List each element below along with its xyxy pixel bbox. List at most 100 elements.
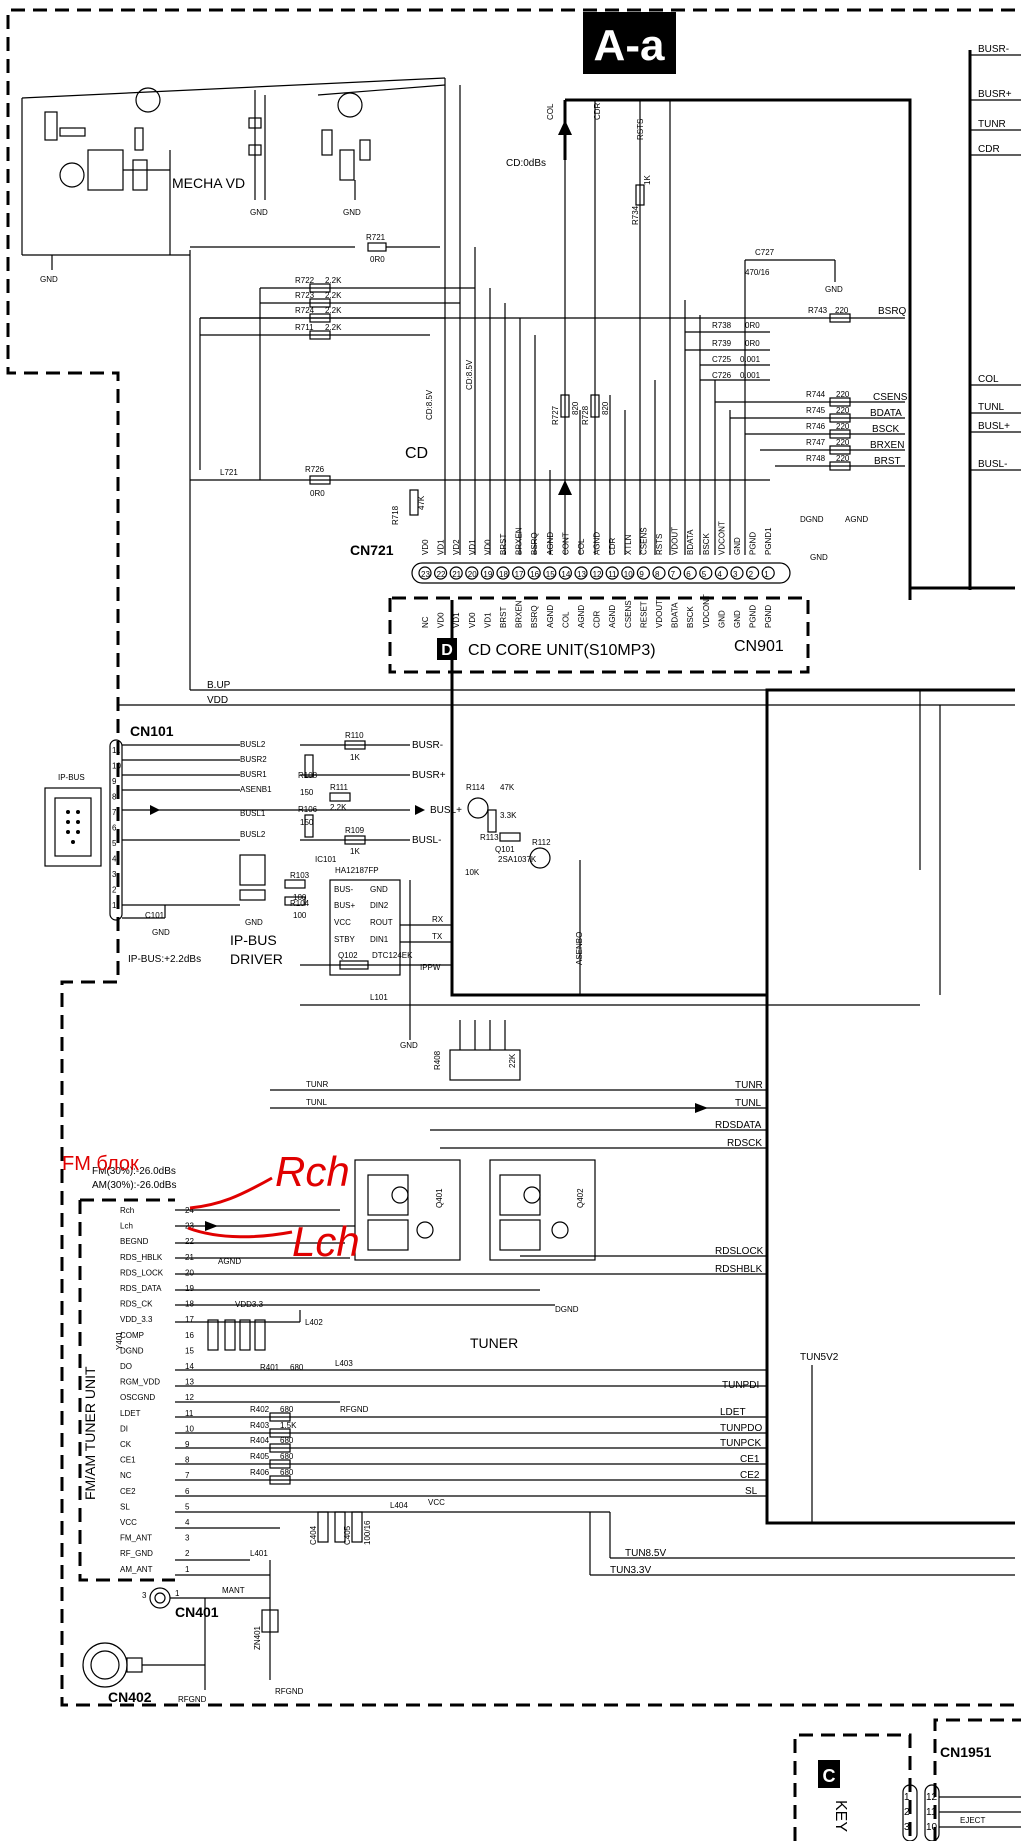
cn721-pin-number: 8	[655, 570, 660, 579]
svg-text:820: 820	[571, 401, 580, 415]
cn721-pin-number: 6	[686, 570, 691, 579]
tuner-pin-name: Lch	[120, 1222, 133, 1231]
right-signal: CDR	[978, 144, 1000, 155]
ip-bus-level: IP-BUS:+2.2dBs	[128, 954, 201, 965]
cn721-pin-label: COL	[577, 538, 586, 555]
svg-text:IPPW: IPPW	[420, 963, 441, 972]
svg-text:100: 100	[293, 911, 307, 920]
svg-text:RFGND: RFGND	[340, 1405, 369, 1414]
cd-core-tag-bg	[437, 638, 457, 660]
svg-text:1: 1	[175, 1589, 180, 1598]
cn721-pin-label: BRST	[499, 534, 508, 555]
svg-text:680: 680	[280, 1468, 294, 1477]
tuner-network: R408 22K TUNR TUNL RDSDATA RDSCK TUNR TU…	[175, 1020, 1015, 1696]
cn721-pin-label: CSENS	[639, 527, 648, 555]
cn721-pin	[636, 566, 651, 580]
tuner-pin-name: DI	[120, 1424, 128, 1433]
cn721-pin-number: 21	[452, 570, 461, 579]
cn721-pin-label: VDOUT	[671, 527, 680, 555]
cn721-pin-label: BSRQ	[530, 532, 539, 555]
cn721-pin-number: 14	[561, 570, 570, 579]
vdd-label: VDD	[207, 695, 228, 706]
svg-text:2.2K: 2.2K	[325, 306, 342, 315]
svg-text:820: 820	[601, 401, 610, 415]
tuner-pin-name: RF_GND	[120, 1549, 153, 1558]
cn901-pin-label: PGND	[764, 605, 773, 628]
svg-text:R738: R738	[712, 321, 732, 330]
cn721-pin	[527, 566, 541, 580]
ic101-body	[329, 879, 401, 976]
cn721-pin-number: 16	[530, 570, 539, 579]
cn721-pin	[621, 566, 635, 580]
svg-text:ASENBO: ASENBO	[575, 932, 584, 965]
tuner-pin-number: 15	[185, 1346, 194, 1355]
svg-text:150: 150	[300, 818, 314, 827]
tuner-bus-outline	[765, 688, 1015, 1525]
cn721-pin	[543, 566, 557, 580]
svg-text:2: 2	[904, 1807, 910, 1818]
tuner-pin-name: COMP	[120, 1331, 144, 1340]
cn101-pin-number: 4	[112, 855, 117, 864]
cn721-pin	[558, 566, 573, 580]
svg-text:RFGND: RFGND	[275, 1687, 304, 1696]
tuner-pin-number: 2	[185, 1549, 190, 1558]
svg-text:R726: R726	[305, 465, 325, 474]
svg-text:R728: R728	[581, 405, 590, 425]
cn721-pin-number: 10	[624, 570, 633, 579]
cn901-pin-label: PGND	[749, 605, 758, 628]
cn721-pin-number: 22	[437, 570, 446, 579]
cn721-pin-label: PGND	[749, 532, 758, 555]
svg-text:DTC124EK: DTC124EK	[372, 951, 413, 960]
cn721-pin-label: CDR	[608, 537, 617, 555]
cn721-pin-label: VDCONT	[717, 521, 726, 555]
svg-text:L402: L402	[305, 1318, 323, 1327]
b-up-label: B.UP	[207, 680, 231, 691]
lch-arrow	[187, 1226, 293, 1239]
svg-text:TUNR: TUNR	[306, 1080, 328, 1089]
svg-text:GND: GND	[810, 553, 828, 562]
svg-text:GND: GND	[400, 1041, 418, 1050]
cn721-pin	[683, 566, 697, 580]
cn721-pin-label: BRXEN	[515, 527, 524, 555]
ip-bus-network: BUSL2 BUSR2 BUSR1 ASENB1 BUSL1 BUSL2 BUS…	[122, 731, 920, 1050]
svg-text:220: 220	[836, 406, 850, 415]
svg-text:GND: GND	[825, 285, 843, 294]
title-block: A-a	[594, 21, 665, 70]
tuner-unit-pins: FM/AM TUNER UNIT Y401 24Rch23Lch22BEGND2…	[82, 1206, 194, 1574]
cn721-pin-label: AGND	[593, 532, 602, 555]
tuner-pin-number: 3	[185, 1534, 190, 1543]
cn901-pin-label: NC	[421, 616, 430, 628]
svg-text:0R0: 0R0	[310, 489, 325, 498]
svg-text:C727: C727	[755, 248, 775, 257]
cn721-pin-number: 1	[764, 570, 769, 579]
cd-label: CD	[405, 445, 428, 462]
tuner-pin-number: 1	[185, 1565, 190, 1574]
tuner-pin-number: 21	[185, 1253, 194, 1262]
cn721-pin	[605, 566, 619, 580]
svg-text:2.2K: 2.2K	[325, 276, 342, 285]
fm-block-annotation: FM блок	[62, 1153, 139, 1175]
svg-text:IP-BUS: IP-BUS	[58, 773, 85, 782]
tuner-pin-name: NC	[120, 1471, 132, 1480]
cn901-pin-label: GND	[733, 610, 742, 628]
svg-text:R723: R723	[295, 291, 315, 300]
cn721-pin	[761, 566, 775, 580]
svg-text:BUS+: BUS+	[334, 901, 355, 910]
cn721-pin-number: 12	[593, 570, 602, 579]
handwritten-annotations: FM блок Rch Lch	[62, 1148, 360, 1265]
tuner-pin-number: 5	[185, 1502, 190, 1511]
svg-text:R746: R746	[806, 422, 826, 431]
svg-text:680: 680	[290, 1363, 304, 1372]
cn901-pin-label: BDATA	[671, 602, 680, 628]
svg-text:VDD3.3: VDD3.3	[235, 1300, 264, 1309]
svg-text:220: 220	[836, 390, 850, 399]
svg-text:BUSL1: BUSL1	[240, 809, 266, 818]
tuner-pin-number: 24	[185, 1206, 194, 1215]
svg-text:HA12187FP: HA12187FP	[335, 866, 379, 875]
tuner-pin-name: CE1	[120, 1456, 136, 1465]
tuner-pin-name: RGM_VDD	[120, 1378, 160, 1387]
svg-text:L101: L101	[370, 993, 388, 1002]
cn101-pin-number: 10	[112, 762, 121, 771]
tuner-pin-name: VCC	[120, 1518, 137, 1527]
